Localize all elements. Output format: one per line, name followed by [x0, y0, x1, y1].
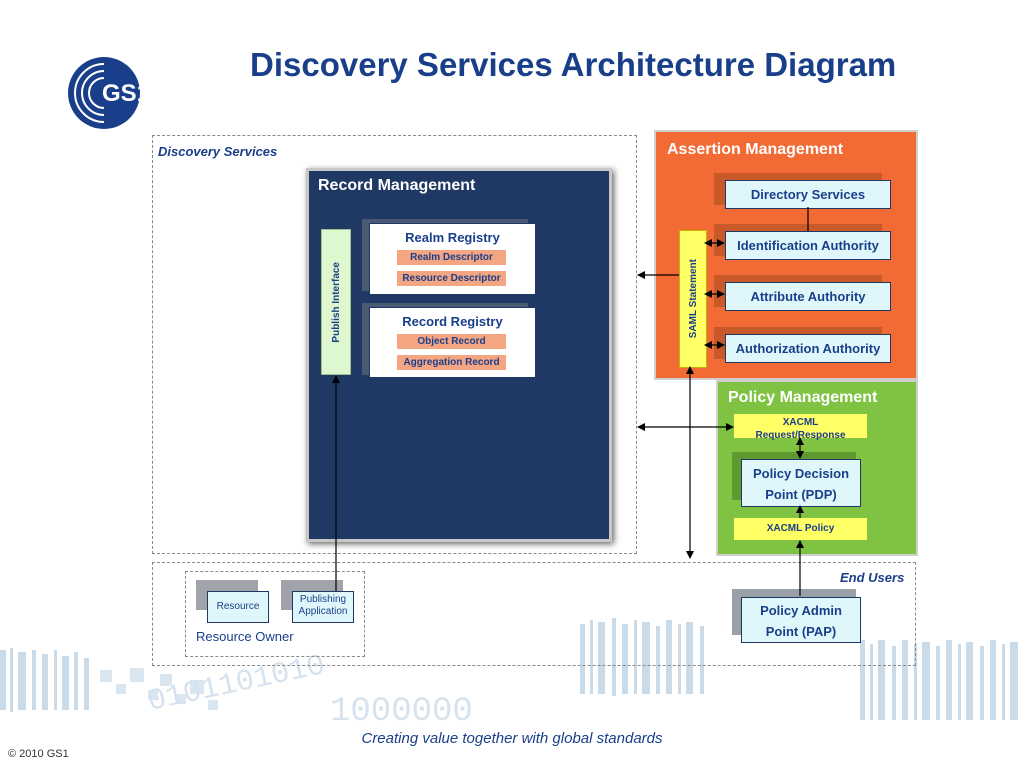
gs1-logo: GS1 [68, 57, 150, 129]
policy-decision-point-box: Policy Decision Point (PDP) [741, 459, 861, 507]
resource-box: Resource [207, 591, 269, 623]
end-users-label: End Users [840, 570, 905, 585]
publishing-line1: Publishing [299, 594, 347, 605]
resource-owner-container [185, 571, 365, 657]
pdp-line2: Point (PDP) [765, 487, 837, 502]
xacml-policy: XACML Policy [734, 518, 867, 540]
directory-services-box: Directory Services [725, 180, 891, 209]
publish-interface: Publish Interface [321, 229, 351, 375]
xacml-request-response: XACML Request/Response [734, 414, 867, 441]
discovery-services-label: Discovery Services [158, 144, 278, 159]
identification-authority-box: Identification Authority [725, 231, 891, 260]
resource-owner-label: Resource Owner [196, 629, 294, 644]
xacml-request-response-label: XACML Request/Response [755, 417, 846, 441]
policy-management-title: Policy Management [728, 389, 878, 406]
page-title: Discovery Services Architecture Diagram [250, 46, 897, 83]
object-record: Object Record [397, 334, 506, 349]
pap-line1: Policy Admin [760, 603, 842, 618]
copyright: © 2010 GS1 [8, 748, 69, 760]
policy-admin-point-box: Policy Admin Point (PAP) [741, 597, 861, 643]
realm-registry-title: Realm Registry [405, 230, 500, 245]
pdp-line1: Policy Decision [752, 466, 850, 481]
pap-line2: Point (PAP) [765, 624, 837, 639]
attribute-authority-box: Attribute Authority [725, 282, 891, 311]
discovery-services-container [152, 135, 637, 554]
saml-statement: SAML Statement [679, 230, 707, 368]
end-users-container [152, 562, 916, 666]
resource-descriptor: Resource Descriptor [397, 271, 506, 286]
publishing-line2: Application [298, 606, 348, 617]
authorization-authority-box: Authorization Authority [725, 334, 891, 363]
svg-text:1000000: 1000000 [330, 693, 473, 731]
realm-descriptor: Realm Descriptor [397, 250, 506, 265]
logo-text: GS1 [102, 80, 150, 107]
footer-motto: Creating value together with global stan… [361, 730, 663, 747]
barcode-background: 0101101010 1000000 [0, 618, 1018, 731]
publishing-application-box: Publishing Application [292, 591, 354, 623]
aggregation-record: Aggregation Record [397, 355, 506, 370]
assertion-management-title: Assertion Management [667, 141, 844, 158]
record-management-title: Record Management [318, 177, 476, 194]
record-registry-title: Record Registry [402, 314, 503, 329]
